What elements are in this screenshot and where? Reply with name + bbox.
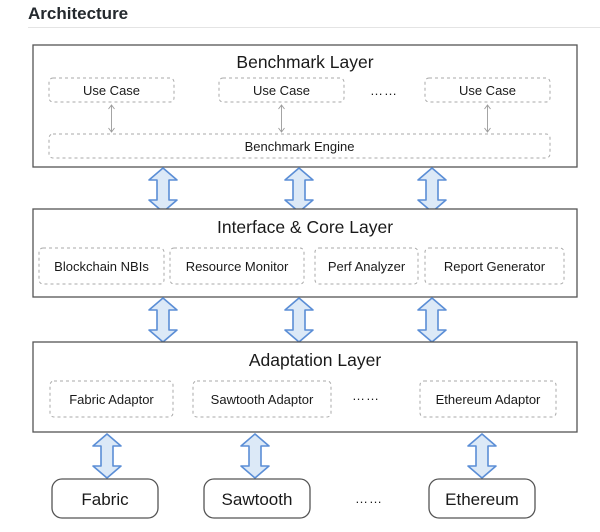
module-box-perf-analyzer xyxy=(314,247,419,285)
blockchain-ellipsis: …… xyxy=(355,491,383,506)
benchmark-engine-box xyxy=(48,133,551,159)
benchmark-engine-label: Benchmark Engine xyxy=(245,139,355,154)
module-box-blockchain-nbis xyxy=(38,247,165,285)
blockchain-label-fabric: Fabric xyxy=(81,490,129,509)
adaptor-label-fabric: Fabric Adaptor xyxy=(69,392,154,407)
module-label-perf-analyzer: Perf Analyzer xyxy=(328,259,406,274)
bidirectional-arrow xyxy=(417,297,447,343)
page-heading: Architecture xyxy=(28,4,129,23)
module-label-blockchain-nbis: Blockchain NBIs xyxy=(54,259,149,274)
module-label-resource-monitor: Resource Monitor xyxy=(186,259,289,274)
blockchain-box-fabric xyxy=(51,478,159,519)
use-case-label-3: Use Case xyxy=(459,83,516,98)
adaptor-ellipsis: …… xyxy=(352,388,380,403)
bidirectional-arrow xyxy=(148,297,178,343)
use-case-box-3 xyxy=(424,77,551,103)
bidirectional-arrow xyxy=(284,167,314,213)
module-box-report-generator xyxy=(424,247,565,285)
bidirectional-arrow xyxy=(467,433,497,479)
adaptor-label-ethereum: Ethereum Adaptor xyxy=(436,392,541,407)
core-layer-title: Interface & Core Layer xyxy=(217,217,393,237)
blockchain-label-sawtooth: Sawtooth xyxy=(222,490,293,509)
use-case-box-1 xyxy=(48,77,175,103)
bidirectional-arrow xyxy=(240,433,270,479)
module-label-report-generator: Report Generator xyxy=(444,259,546,274)
use-case-label-2: Use Case xyxy=(253,83,310,98)
use-case-ellipsis: …… xyxy=(370,83,398,98)
bidirectional-arrow xyxy=(284,297,314,343)
use-case-engine-connectors xyxy=(108,104,491,133)
bidirectional-arrow xyxy=(148,167,178,213)
adaptor-box-sawtooth xyxy=(192,380,332,418)
blockchain-box-ethereum xyxy=(428,478,536,519)
bidirectional-arrow xyxy=(417,167,447,213)
adaptor-box-ethereum xyxy=(419,380,557,418)
use-case-box-2 xyxy=(218,77,345,103)
adaptor-label-sawtooth: Sawtooth Adaptor xyxy=(211,392,314,407)
benchmark-layer-title: Benchmark Layer xyxy=(236,52,373,72)
module-box-resource-monitor xyxy=(169,247,305,285)
blockchain-box-sawtooth xyxy=(203,478,311,519)
bidirectional-arrow xyxy=(92,433,122,479)
use-case-label-1: Use Case xyxy=(83,83,140,98)
adaptor-box-fabric xyxy=(49,380,174,418)
blockchain-label-ethereum: Ethereum xyxy=(445,490,519,509)
heading-divider xyxy=(28,27,600,28)
adaptation-layer-title: Adaptation Layer xyxy=(249,350,381,370)
